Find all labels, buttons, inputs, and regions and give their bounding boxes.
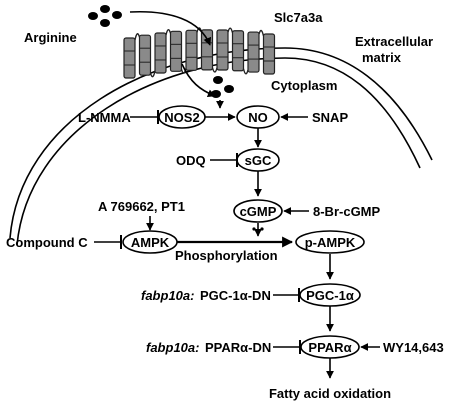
dot-left (252, 227, 256, 231)
phosphorylation-label: Phosphorylation (175, 248, 278, 263)
helix-loop (242, 68, 249, 75)
ppar-dn-label: PPARα-DN (205, 340, 271, 355)
arginine-label: Arginine (24, 30, 77, 45)
cgmp-node (233, 199, 283, 223)
transmembrane-helix (169, 30, 183, 72)
extracellular-label-line1: Extracellular (355, 34, 433, 49)
transmembrane-helix (216, 29, 229, 71)
slc7a3a-label: Slc7a3a (274, 10, 323, 25)
ampk-label: AMPK (131, 235, 170, 250)
transmembrane-helix (262, 33, 276, 75)
activators-label: A 769662, PT1 (98, 199, 185, 214)
transmembrane-helix (154, 32, 167, 74)
cytoplasm-label: Cytoplasm (271, 78, 337, 93)
fatty-acid-oxidation-label: Fatty acid oxidation (269, 386, 391, 401)
pampk-node (295, 230, 365, 254)
slc7a3a-transporter (123, 27, 276, 79)
pgc-label: PGC-1α (306, 288, 354, 303)
pgc-dn-label: PGC-1α-DN (200, 288, 271, 303)
odq-label: ODQ (176, 153, 206, 168)
helix-loop (165, 29, 172, 36)
arginine-dots-outside (88, 5, 122, 27)
extracellular-label-line2: matrix (362, 50, 402, 65)
helix-loop (258, 29, 265, 37)
arginine-dots-inside (211, 76, 234, 98)
ppar-label: PPARα (308, 340, 351, 355)
pampk-label: p-AMPK (305, 235, 356, 250)
helix-loop (134, 33, 141, 41)
transmembrane-helix (185, 29, 198, 71)
transmembrane-helix (200, 29, 214, 71)
transmembrane-helix (138, 34, 152, 76)
arginine-uptake-arrow (129, 10, 212, 46)
pgc-dn-gene-label: fabp10a: (141, 288, 194, 303)
snap-label: SNAP (312, 110, 348, 125)
helix-loop (211, 67, 218, 73)
dot-right (260, 227, 264, 231)
helix-loop (149, 70, 156, 78)
cgmp-label: cGMP (240, 204, 277, 219)
no-label: NO (248, 110, 268, 125)
wy-label: WY14,643 (383, 340, 444, 355)
transmembrane-helix (247, 31, 260, 73)
nos2-label: NOS2 (164, 110, 199, 125)
cell-membrane (9, 47, 433, 246)
br-cgmp-label: 8-Br-cGMP (313, 204, 381, 219)
sgc-label: sGC (245, 153, 272, 168)
helix-loop (227, 27, 234, 33)
transmembrane-helix (123, 37, 136, 79)
ppar-dn-gene-label: fabp10a: (146, 340, 199, 355)
lnmma-label: L-NMMA (78, 110, 131, 125)
compound-c-label: Compound C (6, 235, 88, 250)
transmembrane-helix (231, 30, 245, 72)
